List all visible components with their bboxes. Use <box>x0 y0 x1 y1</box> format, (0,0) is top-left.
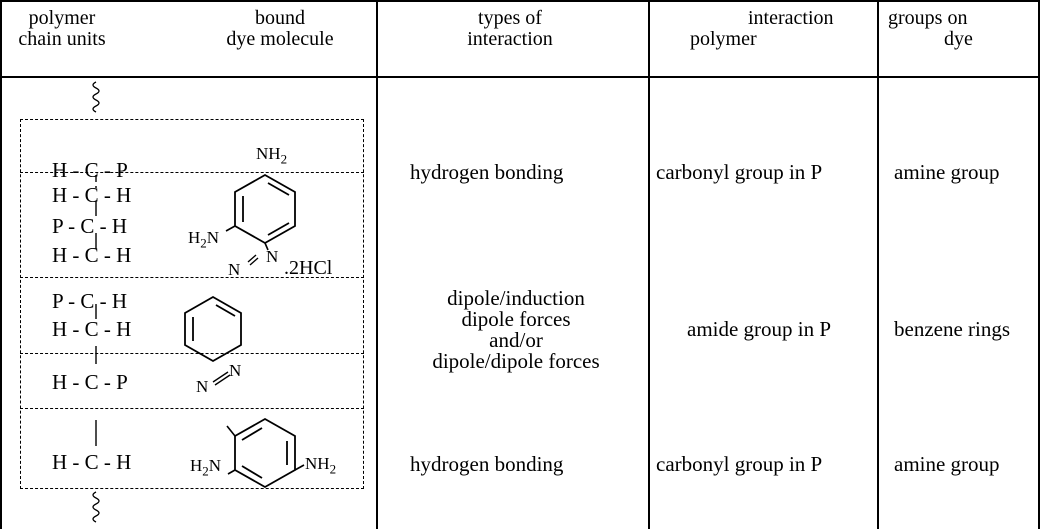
polymer-group: carbonyl group in P <box>656 160 823 184</box>
interaction-line: dipole/dipole forces <box>432 349 600 373</box>
header-text: interaction <box>748 7 834 29</box>
interaction-line: dipole/induction <box>447 286 585 310</box>
header-text: polymer <box>28 7 96 29</box>
azo-nitrogen-label: N <box>229 361 242 380</box>
chain-unit: P - C - H <box>52 214 128 238</box>
amine-label: H2N <box>188 228 220 251</box>
header-types-of-interaction: types of interaction <box>420 8 600 50</box>
interaction-line: and/or <box>489 328 543 352</box>
dye-molecule-structure <box>184 173 305 489</box>
azo-nitrogen-label: N <box>228 260 241 279</box>
table-border-right <box>1038 0 1040 529</box>
column-divider <box>877 0 879 529</box>
chain-unit: H - C - P <box>52 158 128 182</box>
polymer-backbone-bonds <box>92 81 100 523</box>
header-divider <box>0 76 1040 78</box>
dye-binding-region <box>20 119 364 489</box>
segment-divider <box>20 353 364 354</box>
header-text: chain units <box>18 28 106 50</box>
interaction-type: hydrogen bonding <box>410 160 564 184</box>
header-bound-dye-molecule: bound dye molecule <box>205 8 355 50</box>
amine-label: NH2 <box>305 454 337 477</box>
polymer-group: carbonyl group in P <box>656 452 823 476</box>
chain-unit: H - C - H <box>52 243 132 267</box>
segment-divider <box>20 172 364 173</box>
header-polymer-chain-units: polymer chain units <box>2 8 122 50</box>
header-interaction-polymer: interaction polymer <box>690 8 870 50</box>
dye-group: amine group <box>894 160 1000 184</box>
segment-divider <box>20 277 364 278</box>
column-divider <box>376 0 378 529</box>
header-text: dye <box>944 28 973 50</box>
amine-label: NH2 <box>256 144 288 167</box>
header-text: groups on <box>888 7 968 29</box>
column-divider <box>648 0 650 529</box>
header-text: polymer <box>690 28 757 50</box>
interaction-type: dipole/induction dipole forces and/or di… <box>384 288 648 372</box>
azo-nitrogen-label: N <box>266 247 279 266</box>
chain-unit: H - C - H <box>52 450 132 474</box>
dye-group: amine group <box>894 452 1000 476</box>
header-groups-on-dye: groups on dye <box>888 8 1038 50</box>
hydrochloride-label: .2HCl <box>284 257 333 279</box>
chain-unit: H - C - H <box>52 317 132 341</box>
header-text: types of <box>478 7 542 29</box>
interaction-type: hydrogen bonding <box>410 452 564 476</box>
header-text: bound <box>255 7 305 29</box>
chain-unit: P - C - H <box>52 289 128 313</box>
chain-unit: H - C - P <box>52 370 128 394</box>
table-border-left <box>0 0 2 529</box>
table-border-top <box>0 0 1040 2</box>
dye-group: benzene rings <box>894 317 1011 341</box>
header-text: dye molecule <box>226 28 334 50</box>
azo-nitrogen-label: N <box>196 377 209 396</box>
segment-divider <box>20 408 364 409</box>
polymer-group: amide group in P <box>687 317 832 341</box>
chain-unit: H - C - H <box>52 183 132 207</box>
interaction-line: dipole forces <box>461 307 571 331</box>
header-text: interaction <box>467 28 553 50</box>
amine-label: H2N <box>190 456 222 479</box>
